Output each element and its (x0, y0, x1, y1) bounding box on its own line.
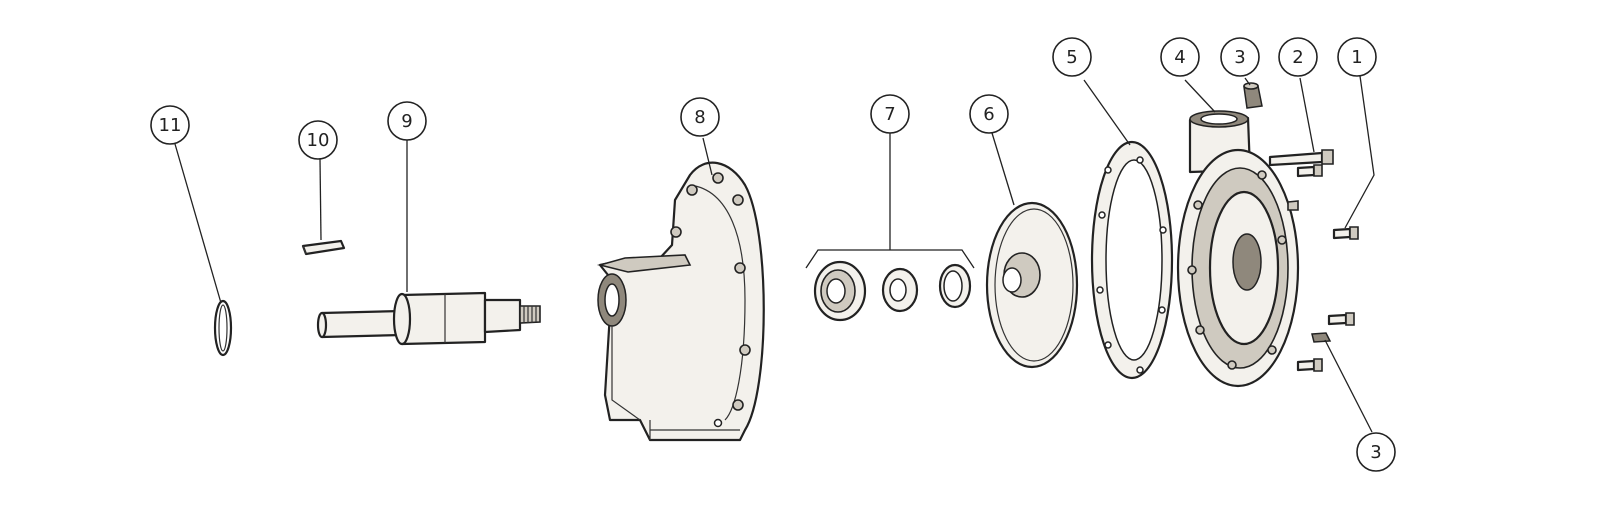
leader-6 (991, 132, 1015, 206)
callout-3-top-label: 3 (1234, 47, 1245, 68)
callout-6: 6 (969, 94, 1009, 134)
leader-10 (319, 158, 322, 241)
callout-6-label: 6 (983, 104, 994, 125)
part-8-bracket (596, 161, 765, 442)
leader-3b (1324, 339, 1373, 433)
part-2-bolts (1268, 149, 1334, 211)
part-7-seal-set (805, 249, 975, 322)
leader-1 (1344, 75, 1375, 229)
seal-ring-small (938, 263, 972, 309)
callout-3-bottom: 3 (1356, 432, 1396, 472)
callout-3-top: 3 (1220, 37, 1260, 77)
seal-ring-large (813, 260, 867, 322)
part-9-shaft (316, 291, 541, 346)
leader-lines (174, 75, 1375, 433)
leader-5 (1083, 79, 1131, 146)
leader-2 (1299, 77, 1315, 153)
callout-10: 10 (298, 120, 338, 160)
callout-8-label: 8 (694, 107, 705, 128)
callout-5-label: 5 (1066, 47, 1077, 68)
leader-4 (1184, 79, 1216, 113)
part-5-gasket (1090, 140, 1174, 380)
part-6-impeller (985, 201, 1079, 369)
leader-11 (174, 143, 222, 304)
callout-7-label: 7 (884, 104, 895, 125)
callout-3-bottom-label: 3 (1370, 442, 1381, 463)
callout-2: 2 (1278, 37, 1318, 77)
callout-1: 1 (1337, 37, 1377, 77)
callout-1-label: 1 (1351, 47, 1362, 68)
callout-11-label: 11 (159, 115, 182, 136)
leader-3a (1244, 77, 1251, 86)
callout-4: 4 (1160, 37, 1200, 77)
part-3-plug-top (1243, 82, 1263, 109)
part-10-key (301, 239, 346, 256)
callouts: 11 10 9 8 7 6 5 4 (150, 37, 1396, 472)
part-1-screw (1332, 226, 1359, 240)
callout-4-label: 4 (1174, 47, 1185, 68)
callout-9: 9 (387, 101, 427, 141)
callout-5: 5 (1052, 37, 1092, 77)
callout-7: 7 (870, 94, 910, 134)
callout-8: 8 (680, 97, 720, 137)
callout-9-label: 9 (401, 111, 412, 132)
callout-11: 11 (150, 105, 190, 145)
seal-ring-medium (881, 267, 919, 313)
callout-2-label: 2 (1292, 47, 1303, 68)
part-4-casing (1176, 110, 1300, 388)
leader-8 (702, 137, 713, 176)
part-11-circlip (213, 299, 233, 357)
callout-10-label: 10 (307, 130, 330, 151)
